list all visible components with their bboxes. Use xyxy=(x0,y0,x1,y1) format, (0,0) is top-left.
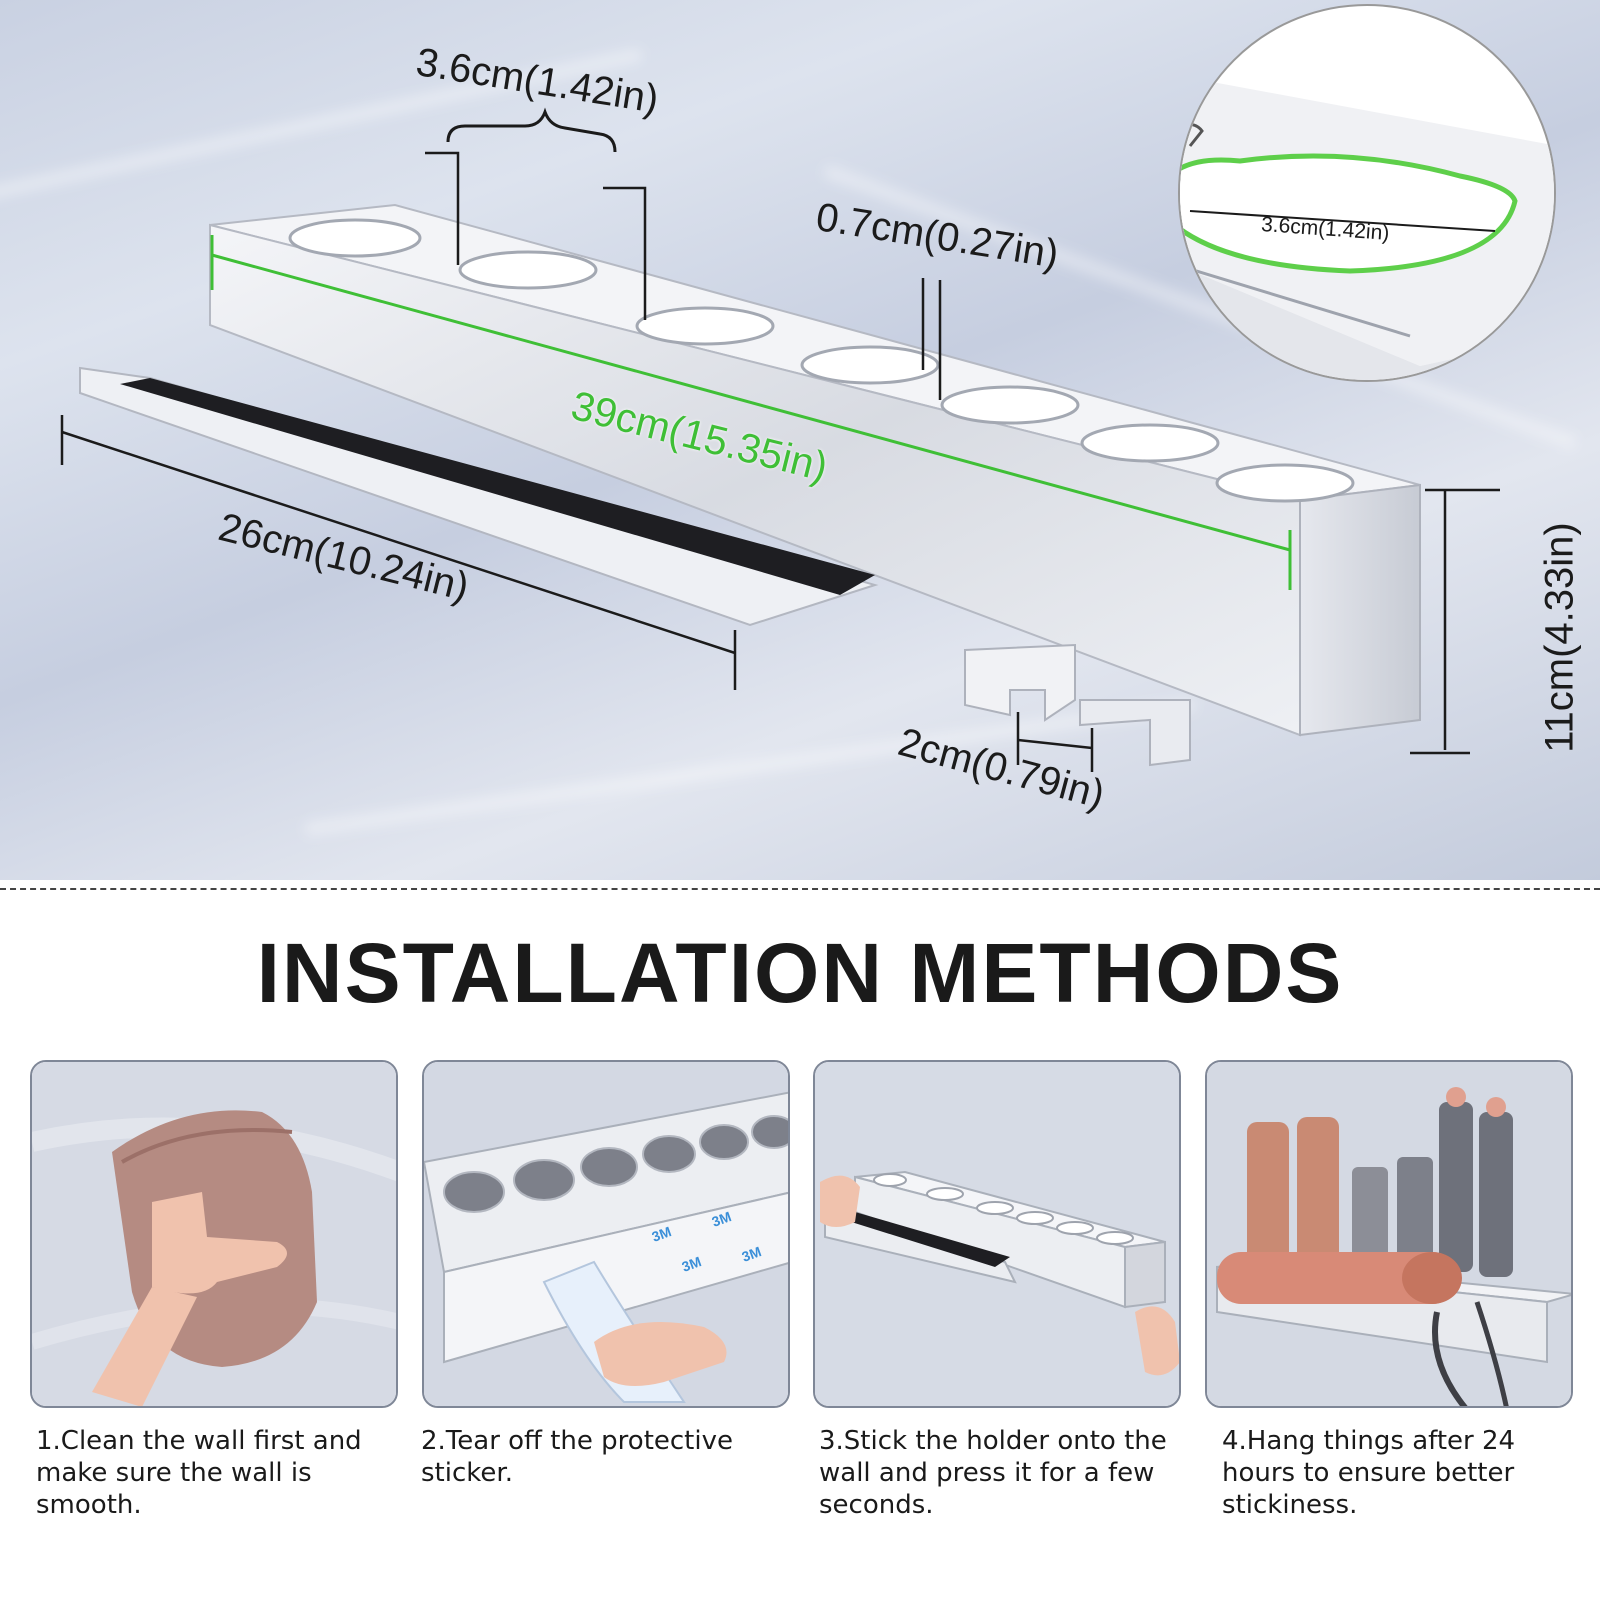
zoom-detail-circle xyxy=(1178,4,1556,382)
round-brush xyxy=(1397,1157,1433,1272)
step-1-caption: 1.Clean the wall first and make sure the… xyxy=(36,1426,362,1520)
holder-holes xyxy=(873,1173,1134,1245)
step-4-caption: 4.Hang things after 24 hours to ensure b… xyxy=(1222,1426,1516,1520)
step-2-illustration: 3M 3M 3M 3M xyxy=(424,1062,788,1406)
svg-text:3M: 3M xyxy=(740,1243,764,1265)
adhesive-sticker xyxy=(443,1191,788,1364)
shelf-pad xyxy=(120,378,875,595)
hole-width-bracket xyxy=(446,107,617,153)
holder-holes xyxy=(288,218,1355,503)
step-3-caption: 3.Stick the holder onto the wall and pre… xyxy=(819,1426,1167,1520)
left-hand xyxy=(820,1175,860,1227)
power-cord xyxy=(1432,1311,1468,1406)
step-4-illustration xyxy=(1207,1062,1571,1406)
holder-hook xyxy=(964,643,1076,722)
shelf-measure-line xyxy=(61,430,736,655)
hand xyxy=(152,1192,287,1294)
svg-text:3M: 3M xyxy=(710,1208,734,1230)
step-2-image: 3M 3M 3M 3M xyxy=(422,1060,790,1408)
zoom-detail-illustration xyxy=(1180,76,1554,380)
svg-text:3M: 3M xyxy=(650,1223,674,1245)
holder-illustration xyxy=(60,107,1500,772)
curler-barrel xyxy=(1439,1102,1473,1272)
step-3-illustration xyxy=(815,1062,1179,1406)
paddle-brush xyxy=(1297,1117,1339,1262)
paddle-brush xyxy=(1247,1122,1289,1262)
step-1-illustration xyxy=(32,1062,396,1406)
step-1-image xyxy=(30,1060,398,1408)
step-3-image xyxy=(813,1060,1181,1408)
holder-shelf xyxy=(79,366,879,627)
right-hand xyxy=(1135,1306,1179,1376)
holder-hook xyxy=(1079,699,1191,767)
height-label: 11cm(4.33in) xyxy=(1537,522,1582,753)
step-4-image xyxy=(1205,1060,1573,1408)
product-dimension-panel: 3.6cm(1.42in) 0.7cm(0.27in) 39cm(15.35in… xyxy=(0,0,1600,880)
holder-holes xyxy=(443,1115,788,1213)
hand xyxy=(594,1322,727,1386)
holder-side-face xyxy=(1299,483,1421,737)
svg-text:3M: 3M xyxy=(680,1253,704,1275)
step-2-caption: 2.Tear off the protective sticker. xyxy=(421,1426,733,1488)
zoom-hole-outline xyxy=(1180,153,1518,274)
curler-barrel xyxy=(1479,1112,1513,1277)
barrel-attachment xyxy=(1352,1167,1388,1267)
length-measure-line xyxy=(211,253,1291,552)
hair-dryer xyxy=(1217,1252,1457,1304)
installation-title: INSTALLATION METHODS xyxy=(256,926,1344,1020)
section-divider xyxy=(0,888,1600,890)
